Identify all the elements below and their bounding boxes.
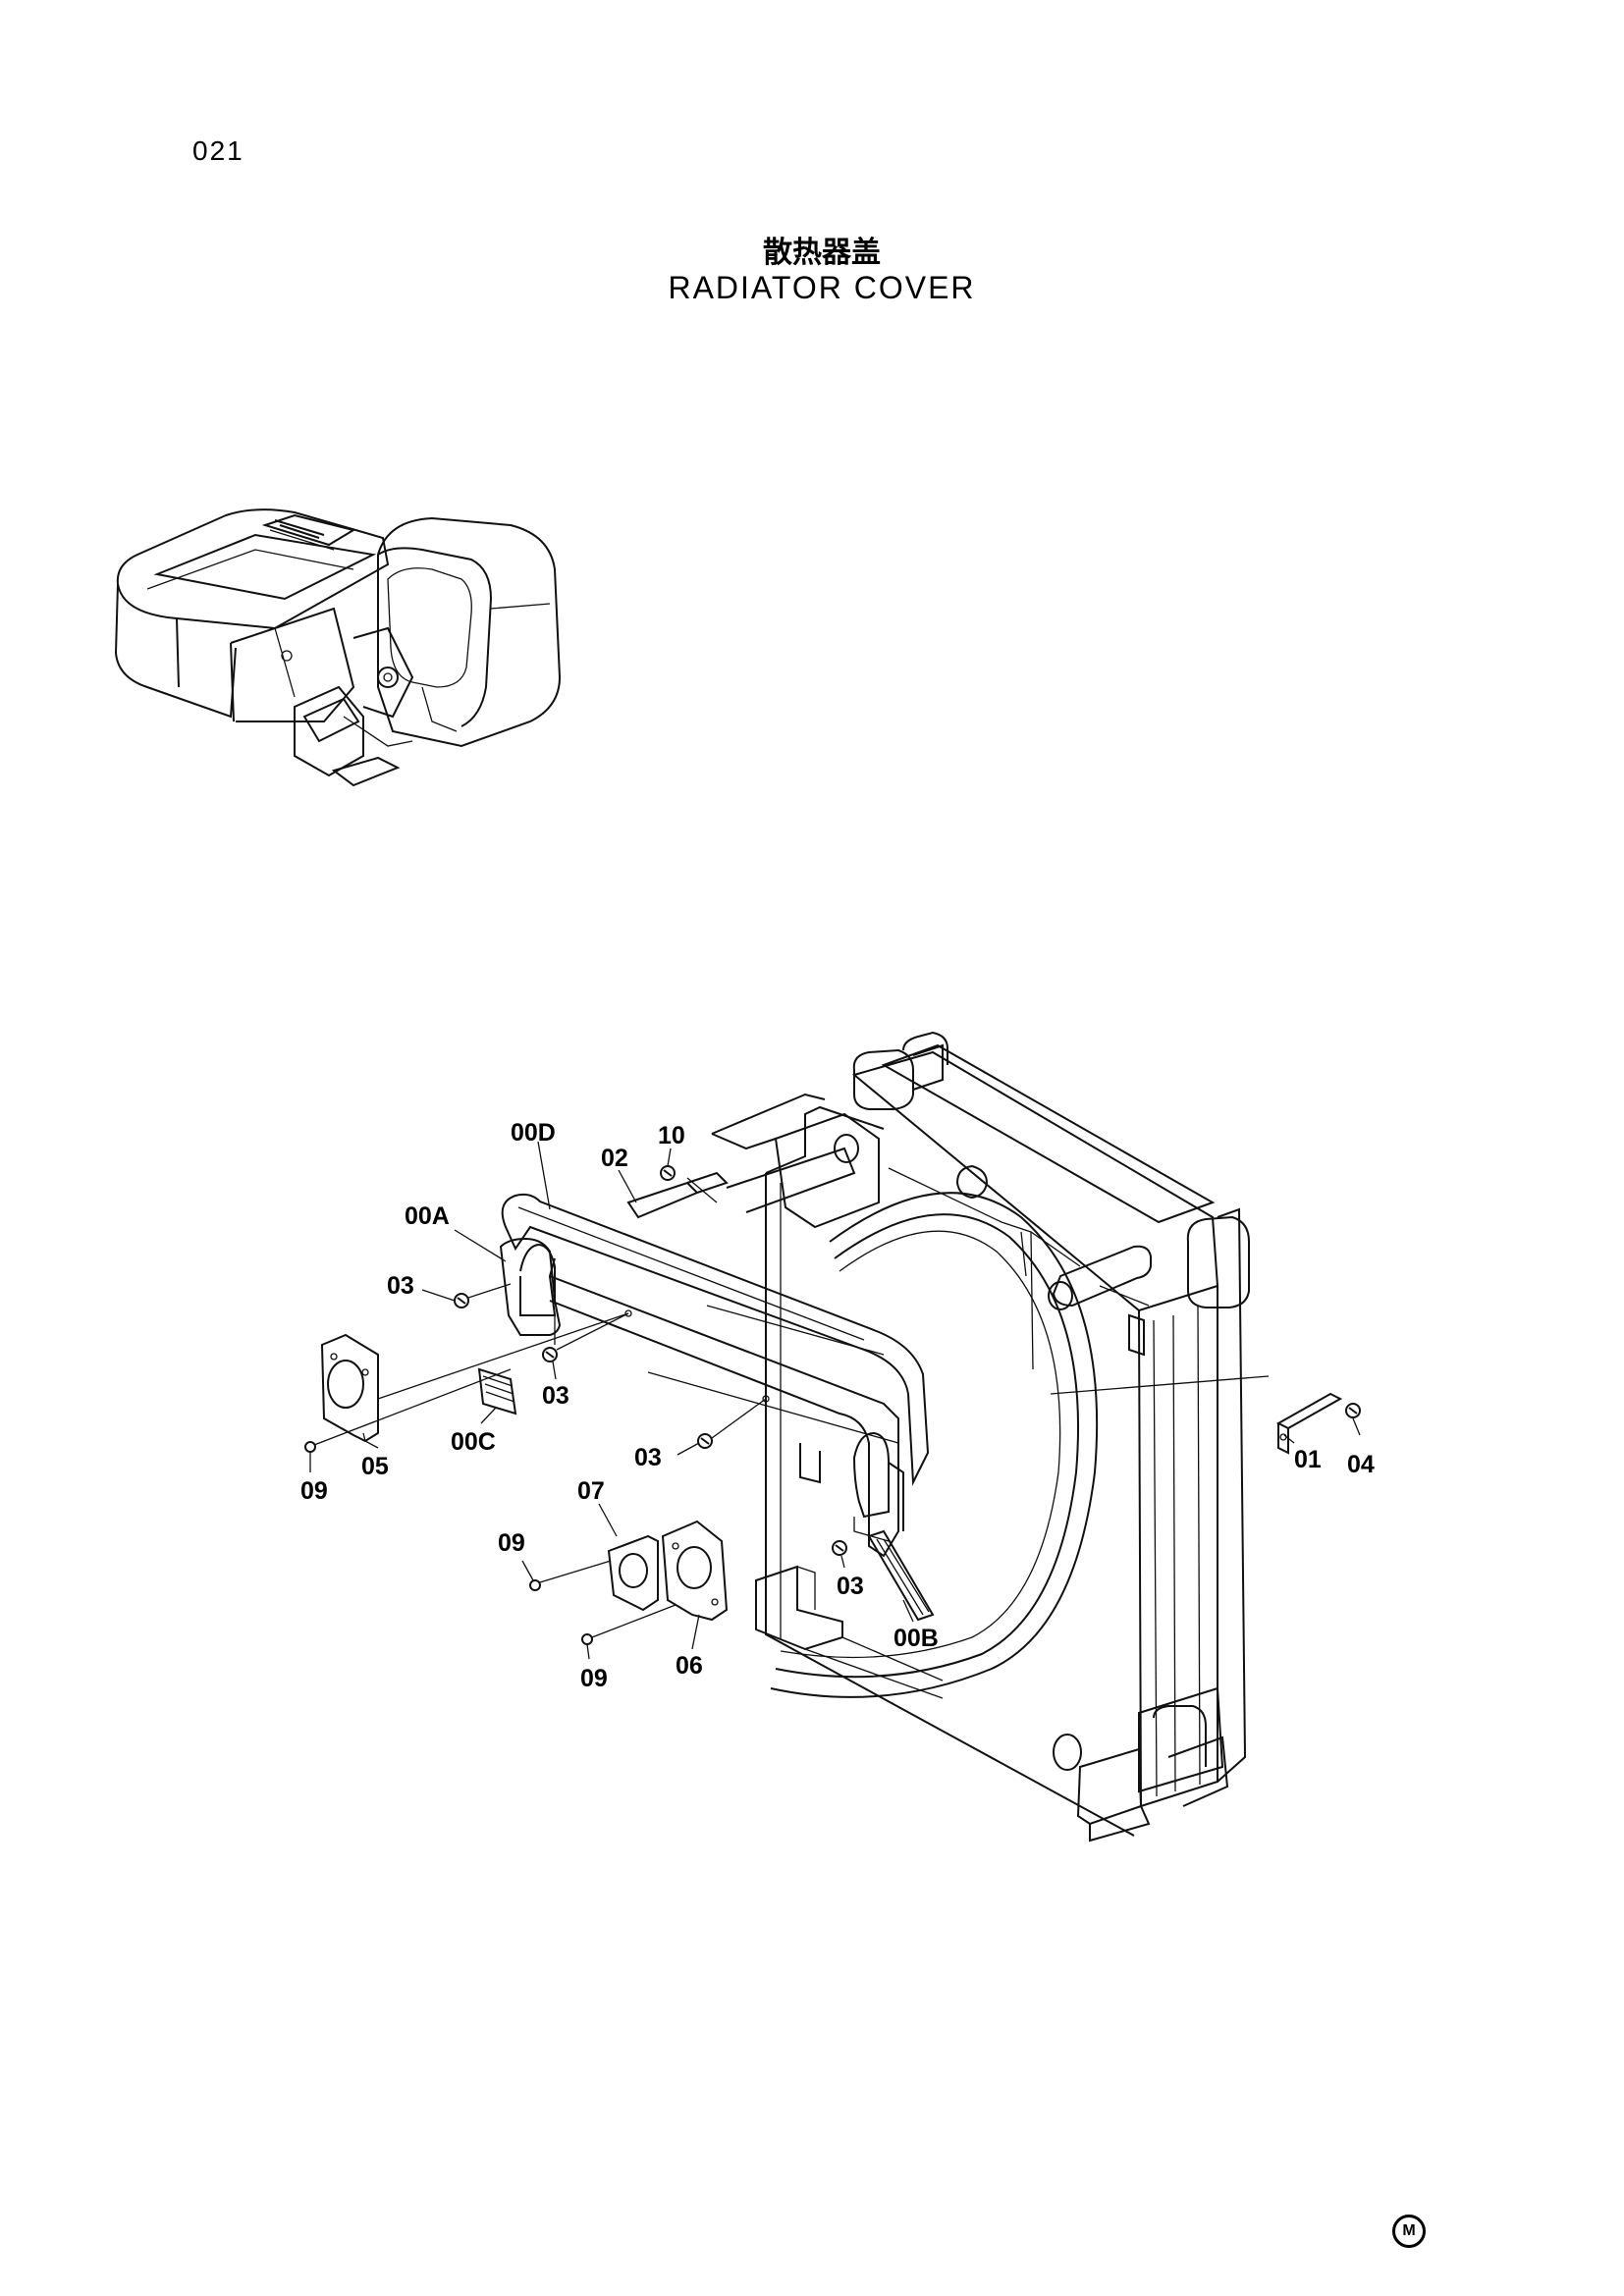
bolt-03-upper (454, 1293, 469, 1308)
callout-03-upper: 03 (387, 1272, 414, 1300)
bolt-03-lower (832, 1540, 847, 1556)
plate-05 (320, 1333, 379, 1443)
callout-03-lower: 03 (837, 1573, 864, 1600)
bolt-10 (660, 1165, 676, 1181)
bolt-03-centre (697, 1433, 713, 1449)
callout-09-left: 09 (300, 1477, 328, 1505)
callout-09-middle: 09 (498, 1529, 525, 1557)
callout-10: 10 (658, 1122, 685, 1149)
bracket-02 (626, 1171, 729, 1219)
callout-05: 05 (361, 1453, 389, 1480)
callout-06: 06 (676, 1652, 703, 1680)
screw-09-middle (529, 1579, 541, 1591)
bolt-04 (1345, 1403, 1361, 1418)
callout-07: 07 (577, 1477, 605, 1505)
callout-03-middle: 03 (542, 1382, 569, 1410)
callout-00B: 00B (893, 1625, 939, 1652)
manufacturer-mark: M (1392, 2215, 1426, 2248)
plate-07 (607, 1534, 659, 1612)
front-cover-panel (499, 1193, 930, 1558)
callout-00A: 00A (405, 1202, 450, 1230)
title-chinese: 散热器盖 (763, 236, 881, 270)
callout-09-lower: 09 (580, 1665, 608, 1692)
callout-02: 02 (601, 1145, 628, 1172)
bracket-01 (1275, 1392, 1343, 1455)
callout-03-centre: 03 (634, 1444, 662, 1471)
screw-09-left (304, 1441, 316, 1453)
title-english: RADIATOR COVER (668, 270, 976, 305)
excavator-locator-view (114, 508, 562, 787)
callout-00D: 00D (511, 1119, 556, 1147)
bolt-03-middle (542, 1347, 558, 1362)
radiator-assembly (647, 1031, 1270, 1842)
leader-lines (309, 1141, 1361, 1660)
screw-09-lower (581, 1633, 593, 1645)
seal-strip-00B (867, 1529, 935, 1622)
callout-01: 01 (1294, 1446, 1322, 1473)
seal-strip-00C (477, 1367, 517, 1415)
plate-06 (661, 1520, 729, 1622)
callout-00C: 00C (451, 1428, 496, 1456)
page-number: 021 (192, 135, 244, 166)
callout-04: 04 (1347, 1451, 1375, 1478)
